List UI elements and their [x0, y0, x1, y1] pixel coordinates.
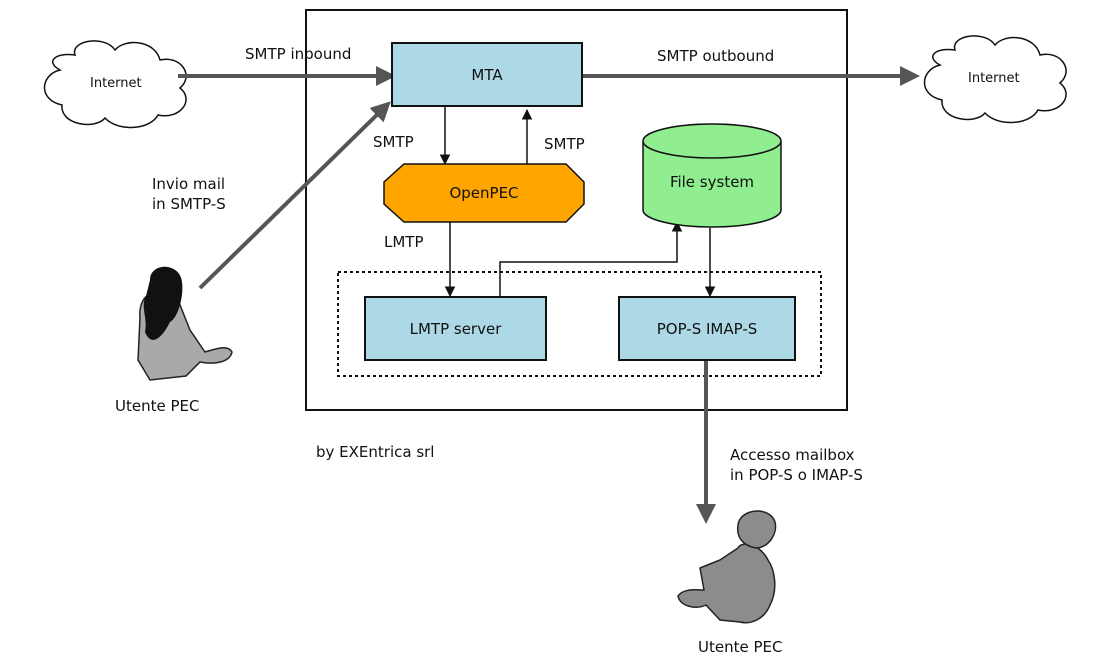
utente-pec-left-label: Utente PEC	[115, 397, 200, 415]
lmtp-to-filesystem-arrow	[499, 220, 683, 297]
person-icon	[677, 510, 777, 624]
pop-imap-box	[618, 296, 796, 361]
smtp-outbound-label: SMTP outbound	[657, 47, 775, 65]
internet-left-label: Internet	[90, 76, 142, 91]
accesso-mailbox-label: Accesso mailbox in POP-S o IMAP-S	[730, 446, 863, 484]
internet-right-label: Internet	[968, 71, 1020, 86]
invio-mail-label: Invio mail in SMTP-S	[152, 175, 226, 213]
smtp-down-label: SMTP	[373, 133, 414, 151]
mailbox-server-group	[337, 271, 822, 377]
cloud-icon	[923, 35, 1067, 124]
credit-label: by EXEntrica srl	[316, 443, 435, 461]
mta-label: MTA	[471, 65, 503, 84]
smtp-inbound-label: SMTP inbound	[245, 45, 352, 63]
file-system-label: File system	[669, 173, 755, 191]
smtp-up-label: SMTP	[544, 135, 585, 153]
utente-pec-right-label: Utente PEC	[698, 638, 783, 656]
cloud-icon	[43, 40, 187, 129]
smtp-s-submit-arrow	[198, 101, 391, 290]
openpec-label: OpenPEC	[449, 184, 519, 202]
database-icon	[642, 123, 782, 228]
mta-box	[391, 42, 583, 107]
lmtp-server-box	[364, 296, 547, 361]
lmtp-server-label: LMTP server	[409, 319, 502, 338]
lmtp-label: LMTP	[384, 233, 424, 251]
openpec-node	[383, 163, 585, 223]
person-icon	[137, 266, 233, 381]
pop-imap-label: POP-S IMAP-S	[656, 319, 758, 338]
server-frame	[305, 9, 848, 411]
